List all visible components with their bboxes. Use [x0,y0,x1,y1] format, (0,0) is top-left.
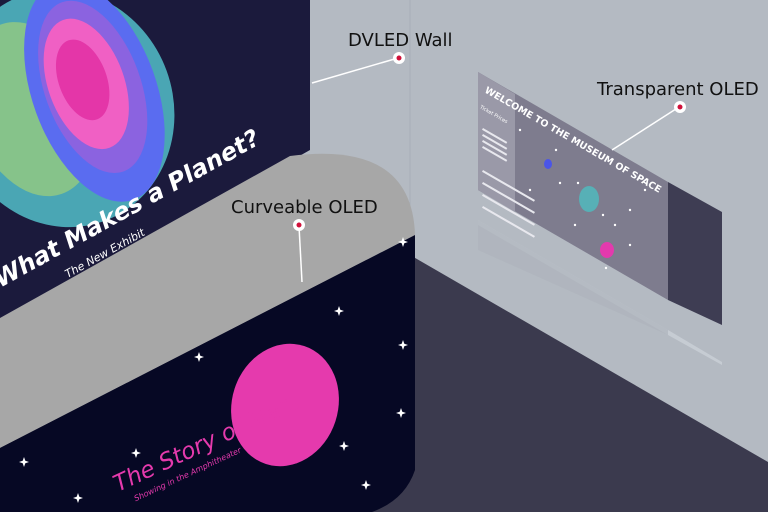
kiosk-top [0,153,415,448]
planet-blue [544,159,552,169]
planet-teal [579,186,599,212]
dvled-label: DVLED Wall [348,30,453,51]
callout-transparent: Transparent OLED [596,79,759,151]
planet-pink [600,242,614,258]
transparent-label: Transparent OLED [596,79,759,100]
mars-planet [231,343,339,467]
callout-curveable: Curveable OLED [231,197,378,283]
dvled-wall: What Makes a Planet? The New Exhibit [0,0,310,325]
info-lines [482,127,535,238]
callout-dvled: DVLED Wall [311,30,453,84]
planet-graphic [0,0,175,228]
curveable-oled: The Story of Mars Showing in the Amphith… [0,153,415,512]
stars [518,128,647,270]
curveable-label: Curveable OLED [231,197,378,218]
